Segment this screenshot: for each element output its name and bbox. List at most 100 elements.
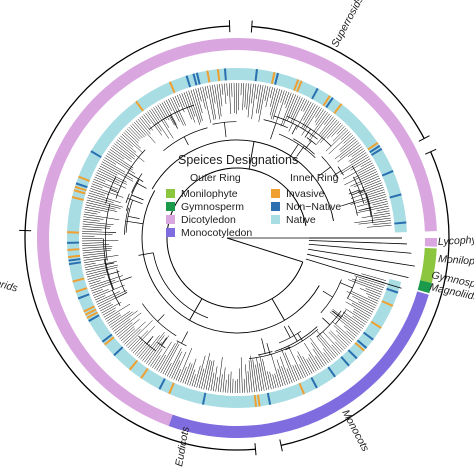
tree-branch <box>138 252 154 256</box>
inner-ring-tick <box>367 141 379 151</box>
tree-branch <box>351 302 373 315</box>
tree-branch <box>357 164 374 174</box>
boundary-tick <box>418 135 430 142</box>
tree-branch <box>150 348 163 367</box>
tree-branch <box>87 197 123 208</box>
outer-ring <box>37 37 437 438</box>
tree-branch <box>322 290 333 298</box>
tree-branch <box>112 145 132 160</box>
outer-segment-monilophyte <box>420 247 437 283</box>
tree-branch <box>85 206 109 213</box>
tree-branch <box>201 352 211 389</box>
tree-branch <box>358 301 375 311</box>
tree-branch <box>215 377 218 392</box>
tree-branch <box>372 201 388 206</box>
tree-branch <box>136 339 152 357</box>
inner-ring-tick <box>394 221 407 225</box>
tree-branch <box>322 317 331 326</box>
inner-ring-tick <box>274 72 279 85</box>
tree-branch <box>143 114 151 124</box>
tree-branch <box>84 209 101 213</box>
tree-branch <box>162 344 180 375</box>
tree-branch <box>119 326 135 340</box>
tree-arc <box>293 138 315 155</box>
tree-branch <box>332 309 362 331</box>
tree-branch <box>265 86 271 108</box>
tree-branch <box>88 276 106 283</box>
tree-branch <box>291 125 297 135</box>
inner-ring-tick <box>86 311 99 319</box>
tree-arc <box>176 340 187 347</box>
tree-branch <box>161 102 175 126</box>
tree-root <box>226 237 303 263</box>
tree-branch <box>127 197 143 204</box>
tree-branch <box>82 223 111 227</box>
tree-branch <box>356 205 389 214</box>
clade-label-eudicots: Eudicots <box>173 425 192 467</box>
legend-swatch-non-native <box>271 202 280 211</box>
inner-ring-tick <box>370 320 382 329</box>
tree-branch <box>309 112 328 138</box>
inner-ring-tick <box>73 189 86 195</box>
tree-branch <box>100 304 114 312</box>
tree-branch <box>342 311 365 327</box>
tree-branch <box>117 139 145 163</box>
tree-arc <box>152 252 209 319</box>
tree-branch <box>133 121 147 136</box>
tree-branch <box>82 242 103 244</box>
inner-ring-tick <box>325 97 334 109</box>
tree-branch <box>98 167 127 183</box>
tree-branch <box>251 84 257 120</box>
tree-branch <box>92 289 109 296</box>
tree-branch <box>281 366 288 385</box>
tree-branch <box>335 341 344 351</box>
tree-branch <box>340 282 353 289</box>
boundary-arc <box>24 230 256 451</box>
clade-label-superasterids: Superasterids <box>0 266 20 295</box>
tree-branch <box>120 328 136 342</box>
tree-branch <box>277 368 284 387</box>
tree-branch <box>130 125 143 139</box>
tree-branch <box>308 357 317 372</box>
tree-branch <box>101 302 122 314</box>
tree-branch <box>320 121 340 143</box>
tree-branch <box>366 293 380 300</box>
tree-branch <box>326 122 342 139</box>
tree-branch <box>228 83 231 115</box>
tree-branch <box>92 181 117 192</box>
inner-ring-tick <box>101 333 113 343</box>
tree-branch <box>146 342 162 364</box>
tree-branch <box>129 330 148 350</box>
tree-branch <box>120 276 132 282</box>
tree-branch <box>120 135 134 148</box>
tree-branch <box>84 211 98 215</box>
tree-branch <box>283 326 291 338</box>
tree-branch <box>246 83 249 110</box>
tree-branch <box>134 341 147 355</box>
tree-branch <box>84 261 118 268</box>
inner-ring-tick <box>253 394 258 408</box>
tree-branch <box>358 220 392 225</box>
tree-branch <box>153 107 174 139</box>
inner-ring-tick <box>158 378 166 390</box>
tree-branch <box>303 100 310 112</box>
inner-ring-tick <box>168 382 175 395</box>
tree-branch <box>250 355 255 393</box>
legend-swatch-gymnosperm <box>166 202 175 211</box>
tree-branch <box>149 109 170 139</box>
tree-branch <box>96 172 120 184</box>
tree-branch <box>198 368 205 389</box>
tree-branch <box>336 126 345 135</box>
tree-branch <box>183 136 189 146</box>
tree-branch <box>114 143 135 160</box>
tree-branch <box>247 371 250 393</box>
inner-ring-tick <box>185 75 192 88</box>
tree-branch <box>359 171 378 181</box>
inner-ring-tick <box>310 376 318 389</box>
tree-branch <box>169 351 182 378</box>
tree-branch <box>165 100 172 112</box>
tree-branch <box>353 175 380 188</box>
inner-ring-tick <box>381 300 394 307</box>
tree-arc <box>111 289 121 307</box>
tree-branch <box>187 358 197 385</box>
